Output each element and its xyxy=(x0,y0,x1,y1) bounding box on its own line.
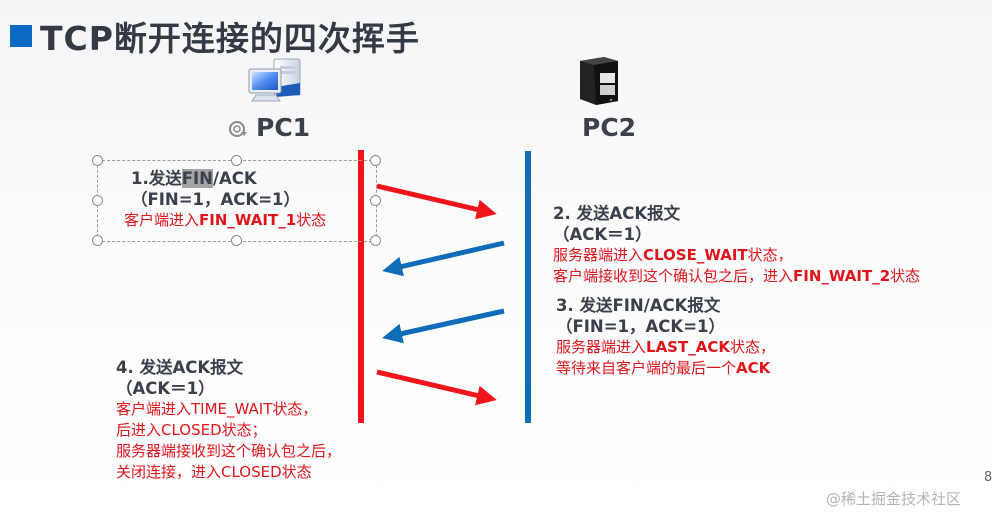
step-1-heading-suffix: /ACK xyxy=(212,169,257,188)
step-1-heading[interactable]: 1.发送FIN/ACK xyxy=(131,168,326,189)
selected-text[interactable]: FIN xyxy=(181,169,213,188)
page-number: 8 xyxy=(984,470,992,485)
step-4-state-line: 后进入CLOSED状态； xyxy=(116,421,267,439)
title-bullet-icon xyxy=(10,25,32,47)
step-4-state-line: 客户端进入TIME_WAIT状态， xyxy=(116,400,318,418)
rotate-handle-icon[interactable] xyxy=(227,118,249,145)
watermark: @稀土掘金技术社区 xyxy=(826,490,962,508)
step-3-state-line: 等待来自客户端的最后一个ACK xyxy=(556,359,771,377)
step-4-heading: 4. 发送ACK报文 xyxy=(116,358,244,377)
resize-handle[interactable] xyxy=(92,155,103,166)
step-4: 4. 发送ACK报文 （ACK＝1） 客户端进入TIME_WAIT状态， 后进入… xyxy=(116,357,341,483)
step-2: 2. 发送ACK报文 （ACK＝1） 服务器端进入CLOSE_WAIT状态， 客… xyxy=(553,203,920,287)
arrow-step-4 xyxy=(376,369,497,406)
title-text: TCP断开连接的四次挥手 xyxy=(40,19,420,58)
step-2-state-line: 服务器端进入CLOSE_WAIT状态， xyxy=(553,246,793,264)
server-tower-icon xyxy=(580,57,618,105)
resize-handle[interactable] xyxy=(370,235,381,246)
arrow-step-2 xyxy=(382,240,505,277)
pc2-label: PC2 xyxy=(582,113,637,142)
step-3-flags: （FIN=1，ACK=1） xyxy=(556,317,725,336)
step-3-heading: 3. 发送FIN/ACK报文 xyxy=(556,296,721,315)
step-1-state: 客户端进入FIN_WAIT_1状态 xyxy=(124,211,327,229)
step-4-state-line: 关闭连接，进入CLOSED状态 xyxy=(116,463,312,481)
arrow-step-3 xyxy=(382,308,505,344)
resize-handle[interactable] xyxy=(92,195,103,206)
resize-handle[interactable] xyxy=(92,235,103,246)
pc1-label: PC1 xyxy=(256,113,311,142)
step-3-state-line: 服务器端进入LAST_ACK状态， xyxy=(556,338,775,356)
step-4-state-line: 服务器端接收到这个确认包之后， xyxy=(116,442,342,460)
arrow-step-1 xyxy=(376,183,497,220)
resize-handle[interactable] xyxy=(231,235,242,246)
resize-handle[interactable] xyxy=(231,155,242,166)
slide-title: TCP断开连接的四次挥手 xyxy=(10,12,420,60)
step-2-flags: （ACK＝1） xyxy=(553,225,652,244)
step-3: 3. 发送FIN/ACK报文 （FIN=1，ACK=1） 服务器端进入LAST_… xyxy=(556,295,775,379)
resize-handle[interactable] xyxy=(370,155,381,166)
step-4-flags: （ACK＝1） xyxy=(116,379,215,398)
step-1-textbox[interactable] xyxy=(92,155,381,246)
resize-handle[interactable] xyxy=(370,195,381,206)
step-1: 1.发送FIN/ACK （FIN=1，ACK=1） 客户端进入FIN_WAIT_… xyxy=(124,168,326,231)
step-2-heading: 2. 发送ACK报文 xyxy=(553,204,681,223)
desktop-computer-icon xyxy=(248,58,301,102)
step-1-flags: （FIN=1，ACK=1） xyxy=(131,190,300,209)
step-1-heading-prefix: 1.发送 xyxy=(131,169,182,188)
step-2-state-line: 客户端接收到这个确认包之后，进入FIN_WAIT_2状态 xyxy=(553,267,921,285)
